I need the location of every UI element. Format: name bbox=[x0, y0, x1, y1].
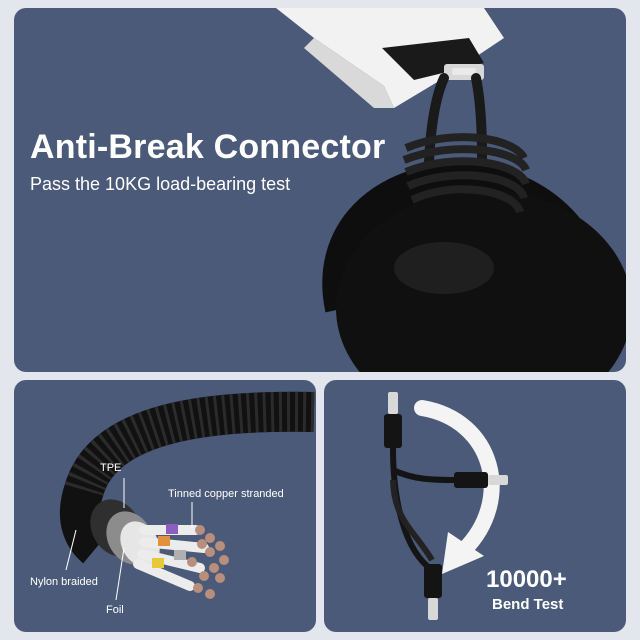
inner-conductors bbox=[133, 524, 209, 591]
cable-lower bbox=[390, 479, 435, 562]
device-body bbox=[276, 8, 504, 108]
lightning-pins bbox=[452, 68, 476, 75]
bend-test-panel bbox=[324, 380, 626, 632]
connector-housing bbox=[382, 38, 484, 80]
middle-lightning-tip bbox=[488, 475, 508, 485]
cable-structure-panel bbox=[14, 380, 316, 632]
kettlebell-illustration bbox=[276, 8, 626, 372]
cable-cross-section bbox=[60, 391, 315, 601]
braided-cable bbox=[60, 391, 315, 564]
copper-label: Tinned copper stranded bbox=[168, 488, 284, 500]
bend-test-illustration bbox=[384, 392, 508, 620]
bend-arrow-arc bbox=[414, 400, 500, 558]
top-lightning-tip bbox=[388, 392, 398, 414]
headline: Anti-Break Connector bbox=[30, 128, 386, 166]
tpe-label: TPE bbox=[100, 462, 122, 474]
bend-test-label: Bend Test bbox=[492, 596, 564, 613]
bend-count: 10000+ bbox=[486, 566, 567, 593]
callout-lines bbox=[65, 478, 193, 601]
bottom-connector bbox=[424, 564, 442, 598]
nylon-label: Nylon braided bbox=[30, 576, 98, 588]
middle-connector bbox=[454, 472, 488, 488]
cable-coil bbox=[402, 133, 530, 214]
copper-strand-ends bbox=[187, 525, 229, 599]
cable-middle bbox=[391, 467, 457, 483]
subline: Pass the 10KG load-bearing test bbox=[30, 174, 291, 194]
braid-texture bbox=[64, 391, 315, 497]
kettlebell-highlight bbox=[394, 242, 494, 294]
load-test-panel: Anti-Break Connector Pass the 10KG load-… bbox=[14, 8, 626, 372]
foil-label: Foil bbox=[106, 604, 124, 616]
bottom-lightning-tip bbox=[428, 598, 438, 620]
bend-arrow-head bbox=[442, 532, 484, 574]
top-connector bbox=[384, 414, 402, 448]
device-edge bbox=[304, 38, 394, 108]
